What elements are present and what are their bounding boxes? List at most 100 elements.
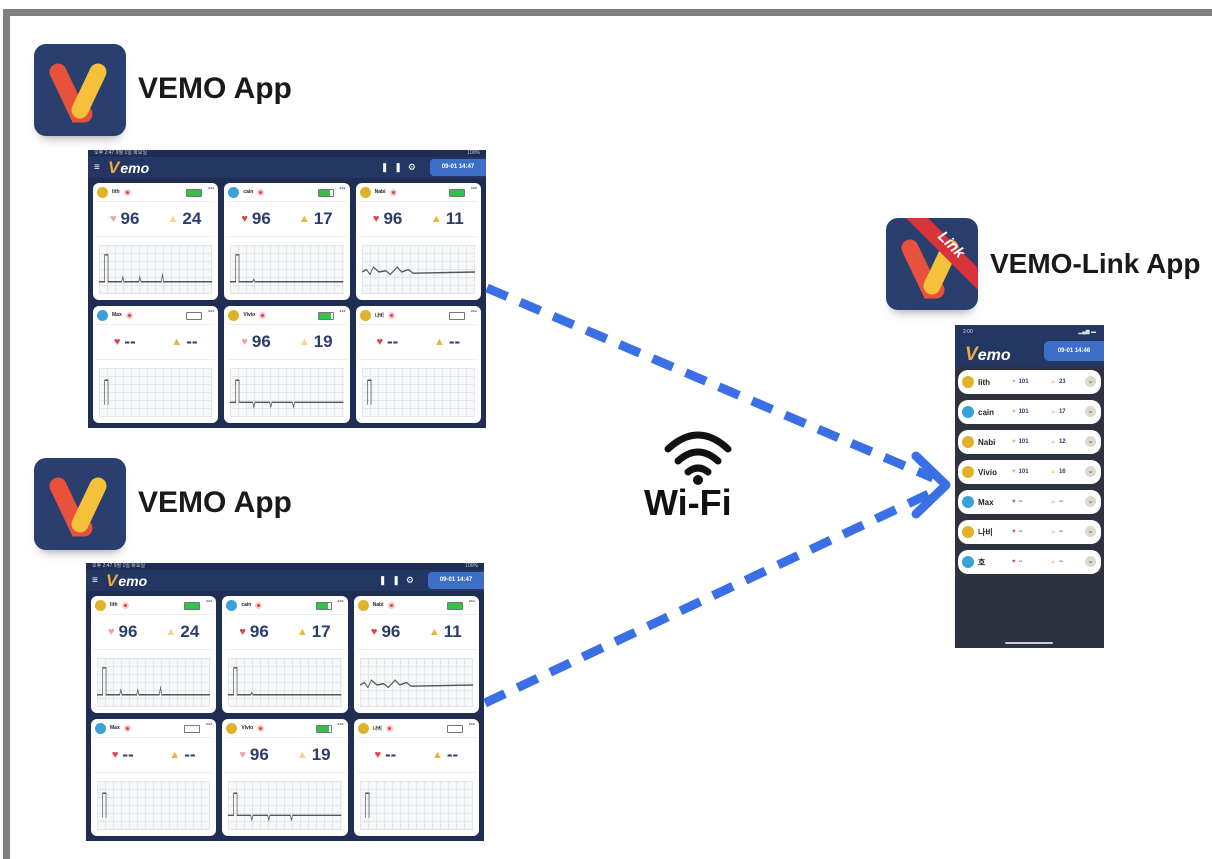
chevron-down-icon[interactable]: ⌄	[1085, 406, 1096, 417]
monitor-card[interactable]: 나비•••♥--▲--	[353, 719, 479, 836]
monitor-card[interactable]: Max•••♥--▲--	[91, 719, 217, 836]
respiration-rate-value: 11	[443, 622, 462, 641]
chevron-down-icon[interactable]: ⌄	[1085, 376, 1096, 387]
more-icon[interactable]: •••	[339, 186, 346, 192]
phone-list-item[interactable]: Nabi♥101▲12⌄	[958, 430, 1101, 454]
monitor-card[interactable]: 나비•••♥--▲--	[355, 306, 481, 423]
more-icon[interactable]: •••	[468, 722, 475, 728]
more-icon[interactable]: •••	[339, 309, 346, 315]
record-icon[interactable]	[257, 188, 265, 196]
respiration-rate: ▲--	[434, 332, 460, 352]
lungs-icon: ▲	[298, 213, 310, 225]
phone-list-item[interactable]: Vivio♥101▲16⌄	[958, 460, 1101, 484]
gear-icon[interactable]: ⚙	[405, 575, 420, 585]
chevron-down-icon[interactable]: ⌄	[1085, 556, 1096, 567]
phone-respiration-rate-value: 12	[1058, 439, 1066, 445]
phone-pet-name: Vivio	[978, 467, 997, 477]
record-icon[interactable]	[123, 724, 131, 732]
phone-list-item[interactable]: lith♥101▲23⌄	[958, 370, 1101, 394]
record-icon[interactable]	[389, 188, 397, 196]
phone-heart-rate: ♥101	[1012, 439, 1050, 445]
monitor-card[interactable]: Vivio ••• ♥96▲19	[224, 306, 350, 423]
respiration-rate: ▲--	[432, 745, 458, 765]
heart-rate: ♥96	[239, 745, 268, 765]
chevron-down-icon[interactable]: ⌄	[1085, 466, 1096, 477]
phone-pet-name: 나비	[978, 527, 993, 537]
more-icon[interactable]: •••	[470, 309, 477, 315]
phone-list-item[interactable]: 호♥--▲--⌄	[958, 550, 1101, 574]
more-icon[interactable]: •••	[206, 599, 213, 605]
more-icon[interactable]: •••	[468, 599, 475, 605]
record-icon[interactable]	[259, 311, 267, 319]
record-icon[interactable]	[257, 724, 265, 732]
record-icon[interactable]	[387, 311, 395, 319]
pause-icon[interactable]: ❚❚	[378, 575, 406, 585]
phone-list-item[interactable]: Max♥--▲--⌄	[958, 490, 1101, 514]
heart-icon: ♥	[241, 336, 248, 348]
respiration-rate-value: 17	[311, 622, 331, 641]
lungs-icon: ▲	[1050, 469, 1056, 475]
monitor-card-header: 나비•••	[356, 306, 481, 324]
record-icon[interactable]	[255, 601, 263, 609]
vemo-link-logo-icon: Link	[901, 218, 978, 299]
heart-icon: ♥	[374, 749, 381, 761]
chevron-down-icon[interactable]: ⌄	[1085, 436, 1096, 447]
record-icon[interactable]	[387, 601, 395, 609]
more-icon[interactable]: •••	[206, 722, 213, 728]
pet-avatar-icon	[962, 466, 974, 478]
more-icon[interactable]: •••	[337, 599, 344, 605]
monitor-card[interactable]: Vivio•••♥96▲19	[222, 719, 348, 836]
heart-rate-value: 96	[383, 209, 403, 228]
monitor-pet-name: Vivio	[243, 312, 256, 318]
heart-icon: ♥	[372, 213, 380, 225]
monitor-pet-name: lith	[112, 189, 120, 195]
monitor-card[interactable]: cain•••♥96▲17	[222, 596, 348, 713]
vemo-app-title: VEMO App	[138, 486, 292, 519]
more-icon[interactable]: •••	[337, 722, 344, 728]
pause-icon[interactable]: ❚❚	[380, 162, 408, 172]
chevron-down-icon[interactable]: ⌄	[1085, 526, 1096, 537]
vital-values: ♥96▲19	[227, 324, 347, 360]
phone-respiration-rate-value: --	[1058, 559, 1063, 565]
record-icon[interactable]	[385, 724, 393, 732]
monitor-card-header: Max•••	[91, 719, 216, 737]
heart-rate: ♥--	[114, 332, 136, 352]
ecg-trace	[99, 254, 213, 283]
monitor-card[interactable]: Max•••♥--▲--	[93, 306, 219, 423]
record-icon[interactable]	[125, 311, 133, 319]
record-icon[interactable]	[121, 601, 129, 609]
record-icon[interactable]	[123, 188, 131, 196]
heart-rate-value: 96	[249, 622, 269, 641]
monitor-card[interactable]: lith•••♥96▲24	[93, 183, 219, 300]
more-icon[interactable]: •••	[470, 186, 477, 192]
chevron-down-icon[interactable]: ⌄	[1085, 496, 1096, 507]
pet-avatar-icon	[357, 722, 369, 734]
heart-rate: ♥96	[371, 622, 400, 642]
battery-icon	[317, 189, 334, 197]
more-icon[interactable]: •••	[208, 309, 215, 315]
ecg-waveform	[97, 658, 211, 707]
monitor-card-header: Vivio •••	[224, 306, 349, 324]
phone-list-item[interactable]: cain♥101▲17⌄	[958, 400, 1101, 424]
monitor-card[interactable]: Nabi•••♥96▲11	[355, 183, 481, 300]
gear-icon[interactable]: ⚙	[407, 162, 422, 172]
lungs-icon: ▲	[1050, 559, 1056, 565]
heart-rate: ♥96	[373, 209, 402, 229]
respiration-rate: ▲11	[431, 209, 464, 229]
phone-list-item[interactable]: 나비♥--▲--⌄	[958, 520, 1101, 544]
battery-icon	[186, 312, 203, 320]
pet-avatar-icon	[962, 556, 974, 568]
monitor-card[interactable]: cain•••♥96▲17	[224, 183, 350, 300]
vital-values: ♥96▲17	[225, 614, 345, 650]
monitor-card-header: lith •••	[93, 183, 218, 201]
monitor-card[interactable]: Nabi•••♥96▲11	[353, 596, 479, 713]
monitor-card[interactable]: lith•••♥96▲24	[91, 596, 217, 713]
heart-icon: ♥	[1012, 469, 1016, 475]
phone-respiration-rate-value: 23	[1058, 379, 1066, 385]
menu-icon[interactable]: ≡	[92, 575, 98, 586]
menu-icon[interactable]: ≡	[94, 162, 100, 173]
more-icon[interactable]: •••	[208, 186, 215, 192]
